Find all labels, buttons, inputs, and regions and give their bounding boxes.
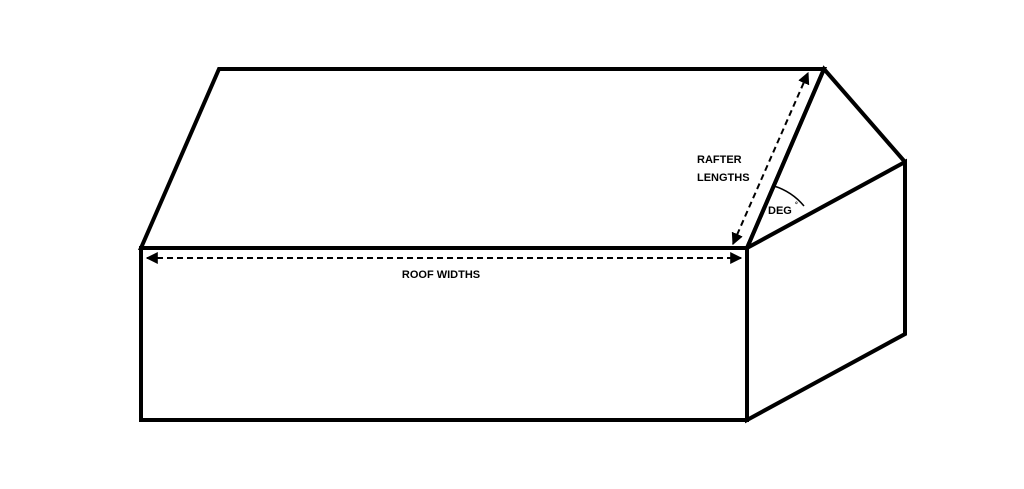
front-wall-face bbox=[139, 246, 749, 422]
rafter-label-line2: LENGTHS bbox=[697, 172, 750, 184]
angle-arc bbox=[773, 185, 805, 207]
rafter-label-line1: RAFTER bbox=[697, 154, 742, 166]
angle-label: DEG bbox=[768, 205, 792, 217]
roof-widths-label: ROOF WIDTHS bbox=[402, 269, 480, 281]
degree-symbol: ° bbox=[795, 201, 798, 209]
side-wall-face bbox=[745, 158, 907, 424]
rafter-length-dimension-line bbox=[731, 71, 810, 246]
